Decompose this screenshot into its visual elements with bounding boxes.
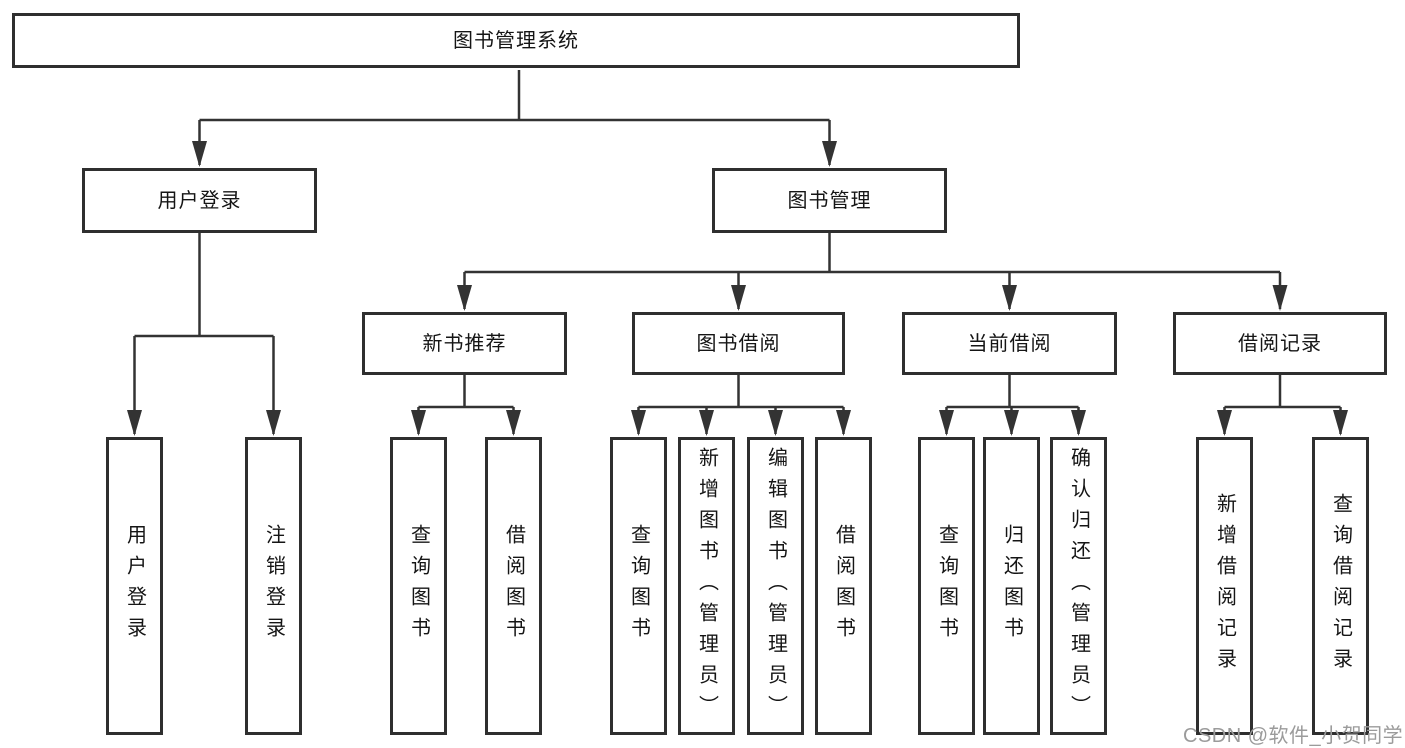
node-label: 当前借阅 <box>967 332 1052 355</box>
node-label: 注销登录 <box>262 524 285 648</box>
node-user-login: 用户登录 <box>82 168 317 233</box>
node-label: 确认归还（管理员） <box>1067 446 1090 726</box>
node-label: 用户登录 <box>123 524 146 648</box>
leaf-edit-books-admin: 编辑图书（管理员） <box>747 437 804 735</box>
csdn-watermark: CSDN @软件_小贺同学 <box>1183 725 1404 747</box>
node-book-management: 图书管理 <box>712 168 947 233</box>
leaf-add-borrow-record: 新增借阅记录 <box>1196 437 1253 735</box>
leaf-query-books-current: 查询图书 <box>918 437 975 735</box>
node-label: 图书管理 <box>787 189 872 212</box>
node-label: 用户登录 <box>157 189 242 212</box>
node-borrowing-records: 借阅记录 <box>1173 312 1387 375</box>
node-label: 查询图书 <box>627 524 650 648</box>
node-label: 新书推荐 <box>422 332 507 355</box>
node-label: 查询图书 <box>935 524 958 648</box>
node-label: 归还图书 <box>1000 524 1023 648</box>
node-label: 借阅图书 <box>502 524 525 648</box>
node-new-book-recommend: 新书推荐 <box>362 312 567 375</box>
node-label: 图书借阅 <box>696 332 781 355</box>
node-label: 新增图书（管理员） <box>695 446 718 726</box>
leaf-query-books-borrow: 查询图书 <box>610 437 667 735</box>
leaf-return-books: 归还图书 <box>983 437 1040 735</box>
leaf-add-books-admin: 新增图书（管理员） <box>678 437 735 735</box>
node-label: 查询借阅记录 <box>1329 493 1352 679</box>
leaf-confirm-return-admin: 确认归还（管理员） <box>1050 437 1107 735</box>
node-root-system: 图书管理系统 <box>12 13 1020 68</box>
leaf-borrow-books: 借阅图书 <box>815 437 872 735</box>
leaf-query-books-recommend: 查询图书 <box>390 437 447 735</box>
node-current-borrowing: 当前借阅 <box>902 312 1117 375</box>
node-label: 新增借阅记录 <box>1213 493 1236 679</box>
node-label: 借阅记录 <box>1238 332 1322 355</box>
node-label: 编辑图书（管理员） <box>764 446 787 726</box>
node-label: 查询图书 <box>407 524 430 648</box>
node-book-borrowing: 图书借阅 <box>632 312 845 375</box>
leaf-query-borrow-record: 查询借阅记录 <box>1312 437 1369 735</box>
leaf-user-login: 用户登录 <box>106 437 163 735</box>
leaf-logout: 注销登录 <box>245 437 302 735</box>
node-label: 图书管理系统 <box>453 29 579 52</box>
leaf-borrow-books-recommend: 借阅图书 <box>485 437 542 735</box>
node-label: 借阅图书 <box>832 524 855 648</box>
